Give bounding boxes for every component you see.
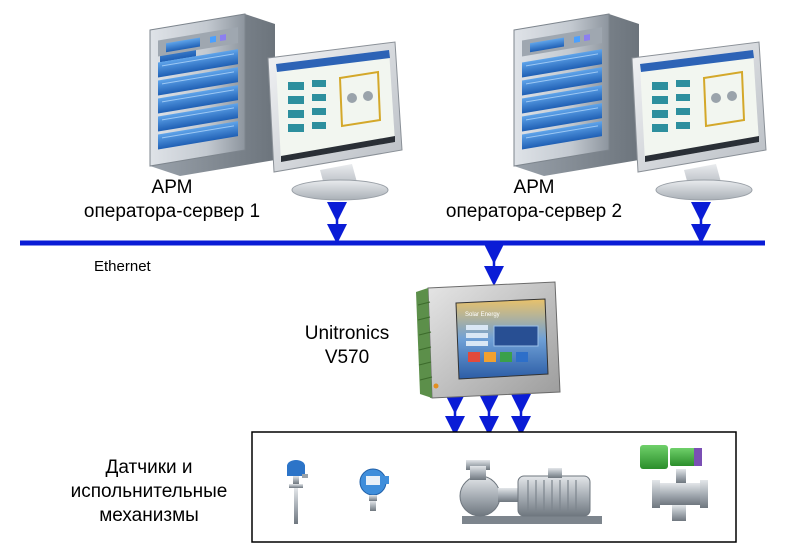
workstation-2-line2: оператора-сервер 2: [445, 201, 623, 222]
workstation-1-label: АРМ оператора-сервер 1: [52, 176, 292, 224]
workstation-2-line1: АРМ: [513, 177, 555, 198]
workstation-2: [513, 13, 767, 201]
workstation-1-line2: оператора-сервер 1: [83, 201, 261, 222]
ethernet-label: Ethernet: [94, 258, 151, 275]
field-line3: механизмы: [99, 505, 199, 526]
plc-panel-icon: Solar Energy: [416, 281, 561, 399]
connection-arrows: [327, 202, 711, 436]
field-line2: испольнительные: [70, 481, 228, 502]
monitor-icon: [631, 41, 767, 201]
plc-screen-title: Solar Energy: [465, 312, 500, 318]
flow-meter-icon: [640, 445, 708, 521]
monitor-icon: [267, 41, 403, 201]
plc-line2: V570: [324, 347, 370, 368]
level-sensor-icon: [287, 460, 308, 524]
field-devices-label: Датчики и испольнительные механизмы: [44, 456, 254, 528]
plc-line1: Unitronics: [304, 323, 390, 344]
workstation-1: [149, 13, 403, 201]
field-line1: Датчики и: [105, 457, 193, 478]
server-tower-icon: [149, 13, 275, 176]
workstation-1-line1: АРМ: [151, 177, 193, 198]
pump-motor-icon: [459, 460, 602, 524]
plc-label: Unitronics V570: [292, 322, 402, 370]
pressure-transmitter-icon: [359, 468, 389, 511]
workstation-2-label: АРМ оператора-сервер 2: [414, 176, 654, 224]
server-tower-icon: [513, 13, 639, 176]
